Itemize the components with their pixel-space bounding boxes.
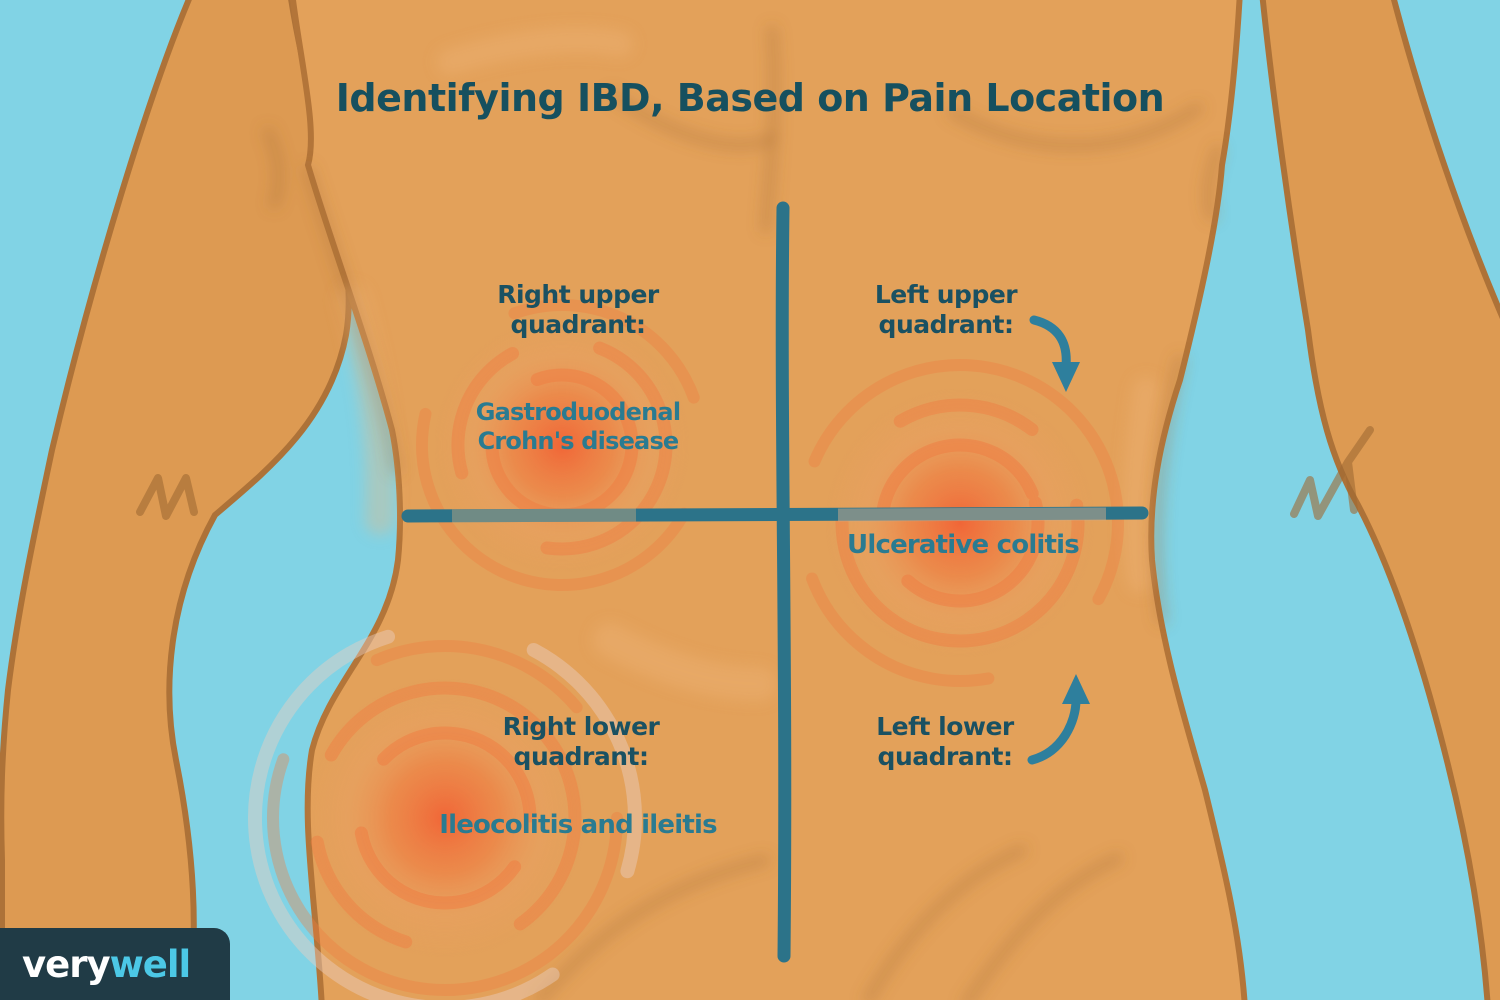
quadrant-label-left-lower: Left lower quadrant: — [876, 712, 1014, 771]
arrow-up-icon — [1027, 674, 1090, 765]
divider-fade-right — [837, 507, 1107, 522]
quadrant-label-left-upper: Left upper quadrant: — [874, 280, 1018, 339]
quadrant-divider-vertical — [775, 201, 792, 963]
left-elbow-mark — [136, 474, 198, 520]
right-arm — [1259, 0, 1500, 1000]
pain-ripple-right-lower — [248, 621, 642, 1000]
quadrant-label-right-upper: Right upper quadrant: — [497, 280, 659, 339]
condition-ulcerative-colitis: Ulcerative colitis — [847, 530, 1080, 560]
arrow-down-icon — [1029, 315, 1080, 392]
right-elbow-mark — [1290, 426, 1374, 520]
skin-shading — [263, 25, 1223, 1000]
brand-well: well — [109, 942, 192, 986]
quadrant-label-right-lower: Right lower quadrant: — [502, 712, 660, 771]
pain-ripple-ulcerative-colitis — [796, 359, 1124, 687]
condition-ileocolitis-ileitis: Ileocolitis and ileitis — [439, 810, 717, 840]
brand-very: very — [22, 942, 111, 986]
condition-gastroduodenal-crohns: Gastroduodenal Crohn's disease — [475, 398, 681, 456]
infographic-title: Identifying IBD, Based on Pain Location — [335, 76, 1165, 120]
divider-fade-left — [451, 508, 637, 523]
